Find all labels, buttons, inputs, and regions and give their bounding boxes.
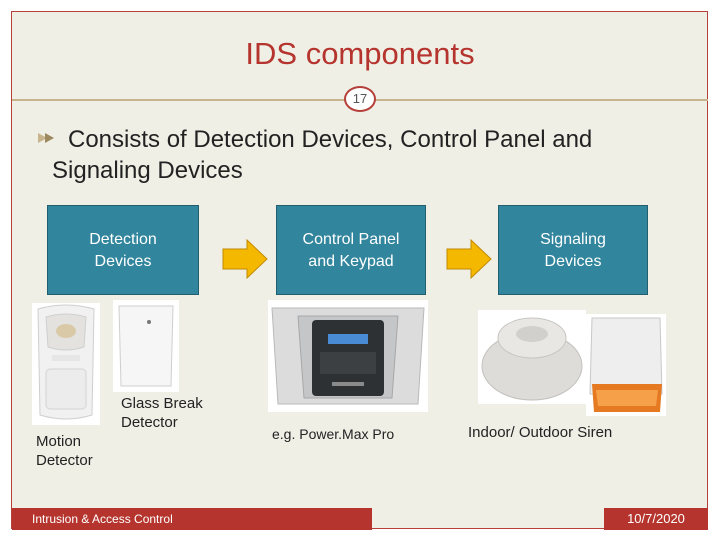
indoor-siren-image: [478, 310, 586, 404]
slide-title: IDS components: [245, 36, 475, 71]
bullet-icon: [38, 133, 54, 143]
slide-number: 17: [344, 86, 376, 112]
bullet-text: Consists of Detection Devices, Control P…: [52, 126, 593, 184]
glass-break-detector-image: [113, 300, 179, 392]
signaling-devices-box: Signaling Devices: [498, 205, 648, 295]
signaling-devices-label: Signaling Devices: [540, 231, 606, 270]
motion-detector-image: [32, 303, 100, 425]
control-panel-label: Control Panel and Keypad: [302, 231, 400, 270]
arrow-right-icon: [446, 239, 492, 279]
siren-caption: Indoor/ Outdoor Siren: [468, 424, 613, 441]
detection-devices-label: Detection Devices: [89, 231, 157, 270]
footer-course: Intrusion & Access Control: [12, 508, 372, 530]
control-panel-image: [268, 300, 428, 412]
control-panel-box: Control Panel and Keypad: [276, 205, 426, 295]
motion-detector-caption: Motion Detector: [36, 433, 93, 469]
control-panel-caption: e.g. Power.Max Pro: [272, 426, 395, 442]
glass-break-caption: Glass Break Detector: [121, 395, 203, 431]
footer-date: 10/7/2020: [604, 508, 708, 530]
detection-devices-box: Detection Devices: [47, 205, 199, 295]
arrow-right-icon: [222, 239, 268, 279]
outdoor-siren-image: [586, 314, 666, 416]
